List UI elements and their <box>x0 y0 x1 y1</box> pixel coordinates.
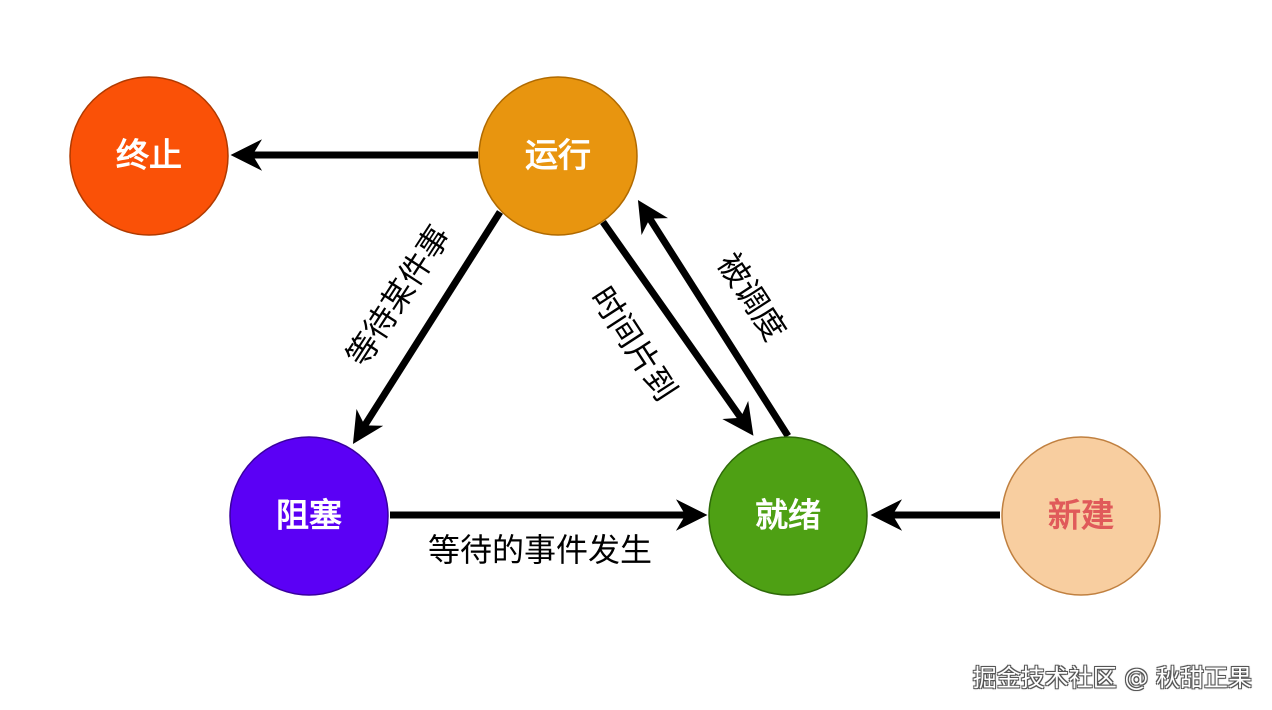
node-new: 新建 <box>1001 436 1161 596</box>
edge-label-event-occurred: 等待的事件发生 <box>428 531 652 569</box>
arrow-running-to-ready <box>600 219 754 436</box>
node-terminated-label: 终止 <box>116 136 182 175</box>
node-new-label: 新建 <box>1048 496 1114 535</box>
node-blocked-circle <box>229 436 389 596</box>
edge-label-wait-event: 等待某件事 <box>339 218 458 373</box>
node-blocked-label: 阻塞 <box>276 496 342 535</box>
arrow-running-to-blocked <box>352 210 503 444</box>
edge-label-time-slice: 时间片到 <box>583 280 685 408</box>
node-ready: 就绪 <box>708 436 868 596</box>
arrow-ready-to-running <box>637 200 791 438</box>
node-new-circle <box>1001 436 1161 596</box>
node-running: 运行 <box>478 76 638 236</box>
watermark: 掘金技术社区 @ 秋甜正果 <box>972 664 1252 692</box>
node-ready-circle <box>708 436 868 596</box>
node-running-circle <box>478 76 638 236</box>
node-terminated: 终止 <box>69 76 229 236</box>
node-blocked: 阻塞 <box>229 436 389 596</box>
node-running-label: 运行 <box>525 136 591 175</box>
node-terminated-circle <box>69 76 229 236</box>
node-ready-label: 就绪 <box>755 496 821 535</box>
